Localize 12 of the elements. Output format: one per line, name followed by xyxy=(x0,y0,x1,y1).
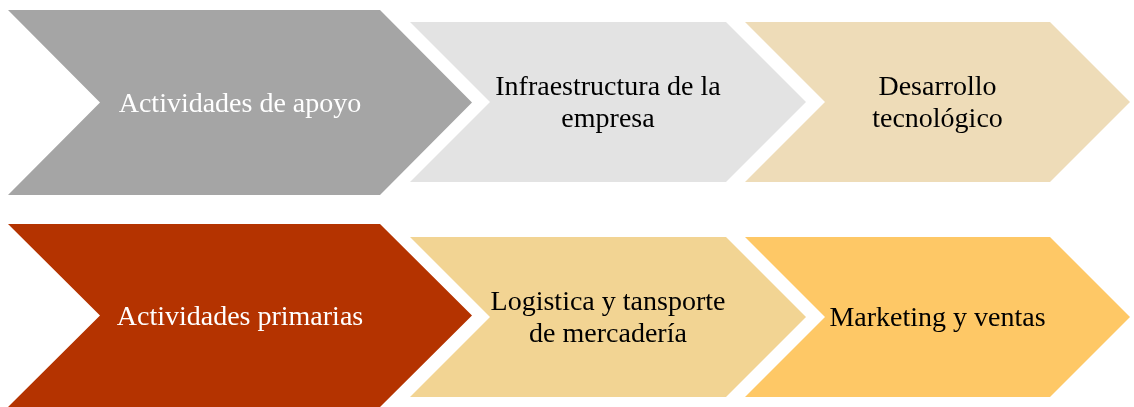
chevron-shape xyxy=(745,22,1130,182)
chevron-label: Actividades primarias xyxy=(116,299,364,332)
chevron-shape xyxy=(410,22,806,182)
chevron-shape xyxy=(745,237,1130,397)
chevron-shape xyxy=(8,224,472,407)
chevron-label: Logistica y tansporte de mercadería xyxy=(489,285,727,349)
chevron-label: Infraestructura de la empresa xyxy=(494,70,722,134)
chevron-shape xyxy=(410,237,806,397)
chevron-label: Actividades de apoyo xyxy=(118,86,362,119)
chevron-label: Marketing y ventas xyxy=(829,301,1046,333)
chevron-shape xyxy=(8,10,472,195)
chevron-label: Desarrollo tecnológico xyxy=(871,70,1004,134)
